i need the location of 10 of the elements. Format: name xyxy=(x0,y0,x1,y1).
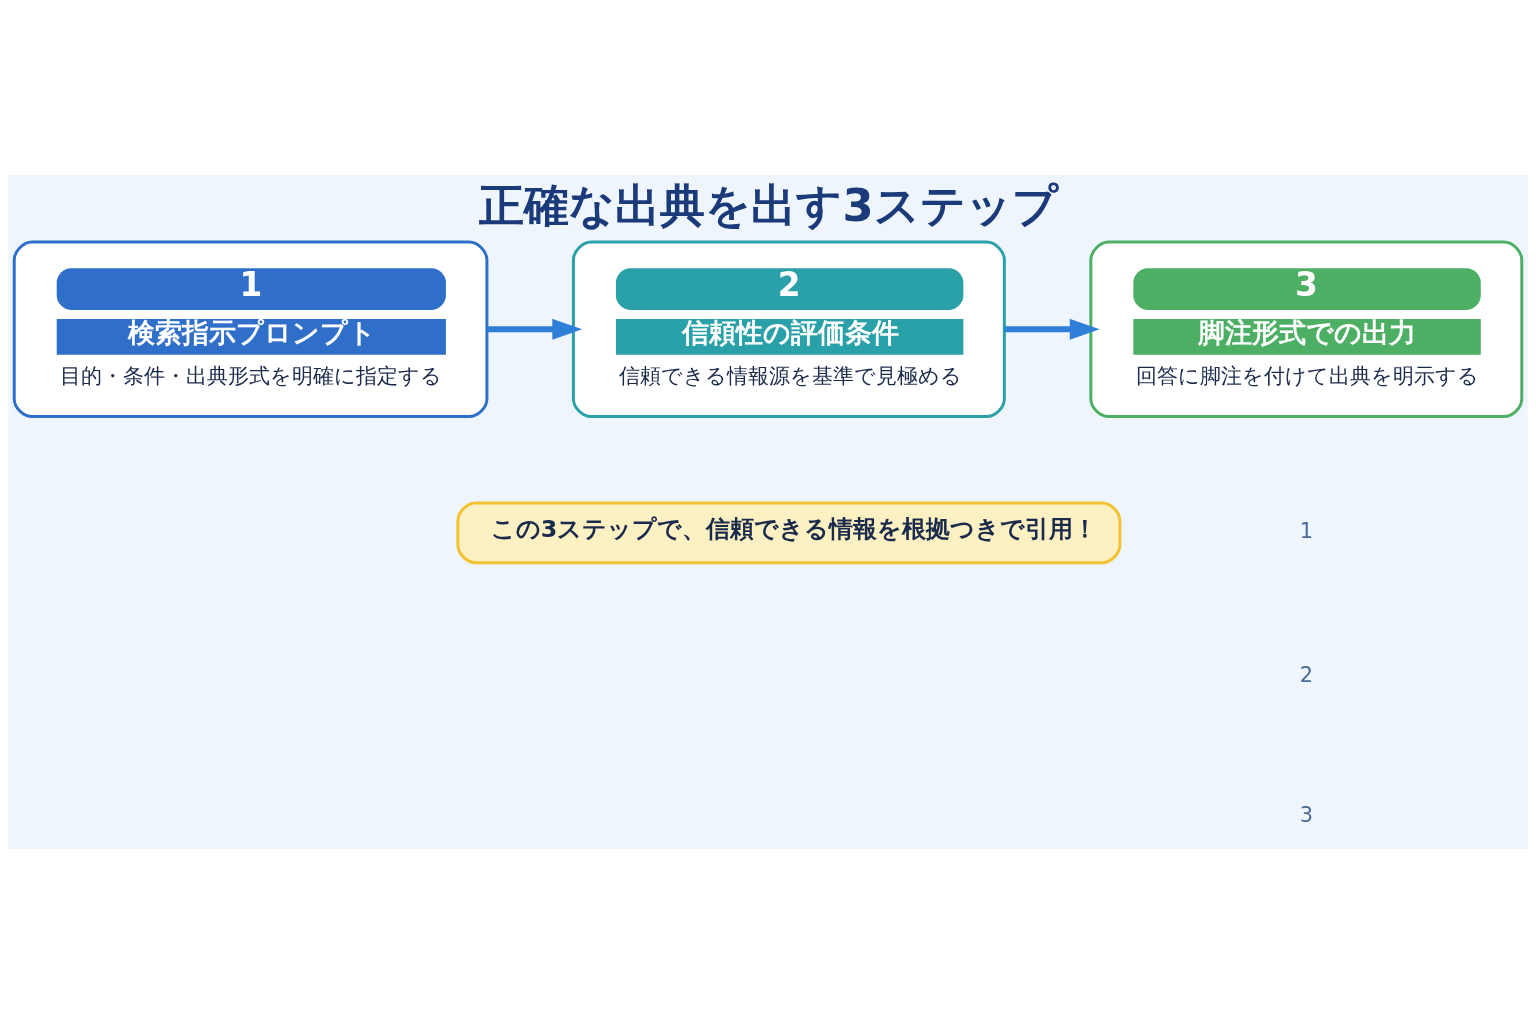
node-box: この3ステップで、信頼できる情報を根拠つきで引用！ xyxy=(456,501,1122,565)
label: 3 xyxy=(1299,802,1313,827)
node-box: 2 信頼性の評価条件 信頼できる情報源を基準で見極める xyxy=(571,240,1006,419)
label: 2 xyxy=(1299,662,1313,687)
arrow xyxy=(487,318,583,340)
arrow xyxy=(1004,318,1100,340)
node-box: 3 脚注形式での出力 回答に脚注を付けて出典を明示する xyxy=(1089,240,1524,419)
label: 1 xyxy=(1299,519,1313,544)
diagram-title: 正確な出典を出す3ステップ xyxy=(479,179,1058,233)
node-box: 1 検索指示プロンプト 目的・条件・出典形式を明確に指定する xyxy=(12,240,489,419)
